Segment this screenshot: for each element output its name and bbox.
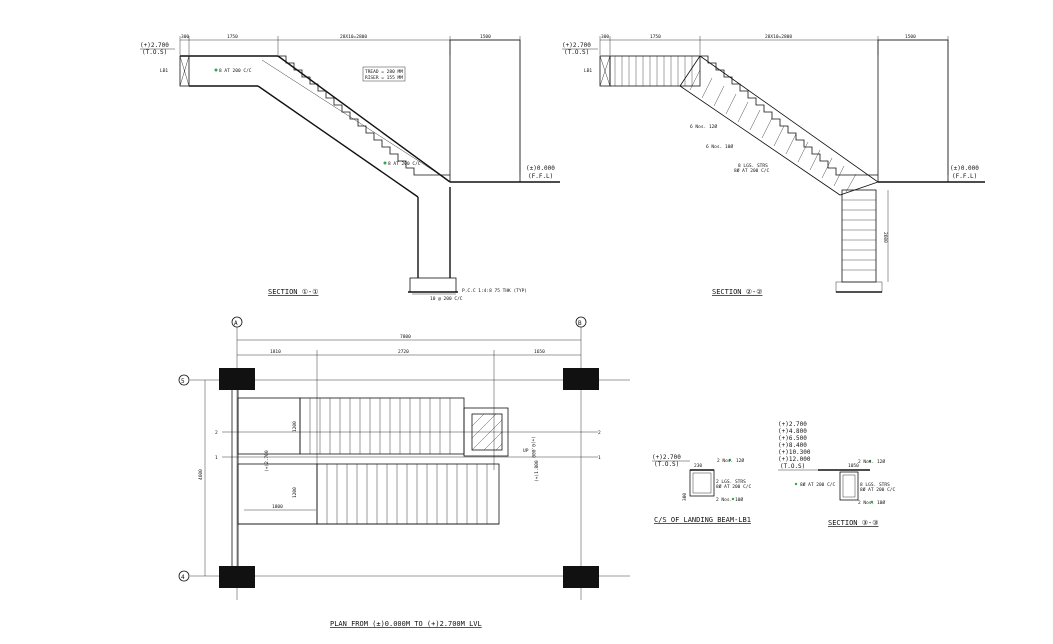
s3-level-2: (+)4.800 [778,428,807,435]
plan-view: A B 5 4 7800 1810 2720 1650 4600 [178,316,630,628]
rebar-bottom: 8 AT 200 C/C [388,161,421,167]
grid-1-left: 1 [215,455,218,461]
dim-landing-2: 1750 [650,34,661,40]
dim-w1: 1200 [292,421,298,432]
s3-note-3: 8 LGS. STRS [860,482,890,488]
level-bottom-tag: (F.F.L) [528,173,553,180]
footing-note-1: P.C.C 1:4:8 75 THK (TYP) [462,288,527,294]
s3-note-5: 2 Nos. 10Ø [858,499,885,506]
dim-right: 1500 [480,34,491,40]
s3-level-6: (+)12.000 [778,456,811,463]
s3-level-1: (+)2.700 [778,421,807,428]
s3-level-5: (+)10.300 [778,449,811,456]
dim-landing: 1750 [227,34,238,40]
up-label: UP [523,448,529,454]
lb-note-3: 8Ø AT 200 C/C [716,483,752,490]
dim-left: 1810 [270,349,281,355]
level-top: (+)2.700 [140,42,169,49]
dim-flight-2: 28X10=2800 [765,34,792,40]
grid-5: 5 [181,378,185,385]
lb-label-2: LB1 [584,68,592,74]
lb-label: LB1 [160,68,168,74]
dim-overall: 7800 [400,334,411,340]
grid-4: 4 [181,574,185,581]
level-top-tag-2: (T.O.S) [564,49,589,56]
note-1-2: 6 Nos. 12Ø [690,123,717,130]
lb-dim-h: 300 [682,493,688,501]
level-top-tag: (T.O.S) [142,49,167,56]
note-2-2: 6 Nos. 10Ø [706,143,733,150]
section-1-title: SECTION ①-① [268,288,318,296]
s3-level-4: (+)8.400 [778,442,807,449]
dim-left-2: 300 [601,34,609,40]
grid-2-left: 2 [215,430,218,436]
dim-right: 1650 [534,349,545,355]
note-3-2: 8 LGS. STRS [738,163,768,169]
section-3-3: (+)2.700 (+)4.800 (+)6.500 (+)8.400 (+)1… [778,421,896,527]
dim-vertical-2: 2600 [882,232,888,243]
level-bottom: (±)0.000 [526,165,555,172]
section-2-2: 300 1750 28X10=2800 1500 (+)2.700 (T.O.S… [562,34,985,296]
section-1-1: 300 1750 28X10=2800 1500 (+)2.700 (T.O.S… [140,34,560,302]
s3-note-4: 8Ø AT 200 C/C [860,486,896,493]
lb-note-2: 2 LGS. STRS [716,479,746,485]
section-2-title: SECTION ②-② [712,288,762,296]
riser-note: RISER = 155 MM [365,75,403,81]
footing-note-2: 10 @ 200 C/C [430,296,463,302]
lb-note-4: 2 Nos. 10Ø [716,496,743,503]
dim-right-2: 1500 [905,34,916,40]
s3-note-2: 8Ø AT 200 C/C [800,481,836,488]
dim-w2: 1200 [292,487,298,498]
level-up: (+)2.700 [264,450,270,472]
lb-note-1: 2 Nos. 12Ø [717,457,744,464]
dim-flight: 28X10=2800 [340,34,367,40]
level-bottom-tag-2: (F.F.L) [952,173,977,180]
grid-a: A [234,320,238,327]
level-bottom-2: (±)0.000 [950,165,979,172]
grid-b: B [578,320,582,327]
lb-level-tag: (T.O.S) [654,461,679,468]
grid-2-right: 2 [598,430,601,436]
grid-1-right: 1 [598,455,601,461]
lb-dim-w: 230 [694,463,702,469]
lb-title: C/S OF LANDING BEAM-LB1 [654,516,751,524]
s3-dim-w: 1050 [848,463,859,469]
s3-level-3: (+)6.500 [778,435,807,442]
level-mid: (+)0.000 [530,436,536,458]
rebar-top: 8 AT 200 C/C [219,68,252,74]
landing-beam-cs: (+)2.700 (T.O.S) 300 230 2 Nos. 12Ø 2 LG… [652,454,752,524]
s3-level-tag: (T.O.S) [780,463,805,470]
level-right: (+)1.800 [534,460,540,482]
tread-note: TREAD = 280 MM [365,69,403,75]
note-4-2: 8Ø AT 200 C/C [734,167,770,174]
section-3-title: SECTION ③-③ [828,519,878,527]
dim-left: 300 [181,34,189,40]
dim-vertical: 4600 [198,469,204,480]
dim-bottom: 1800 [272,504,283,510]
level-top-2: (+)2.700 [562,42,591,49]
dim-mid: 2720 [398,349,409,355]
lb-level: (+)2.700 [652,454,681,461]
s3-note-1: 2 Nos. 12Ø [858,458,885,465]
plan-title: PLAN FROM (±)0.000M TO (+)2.700M LVL [330,620,482,628]
